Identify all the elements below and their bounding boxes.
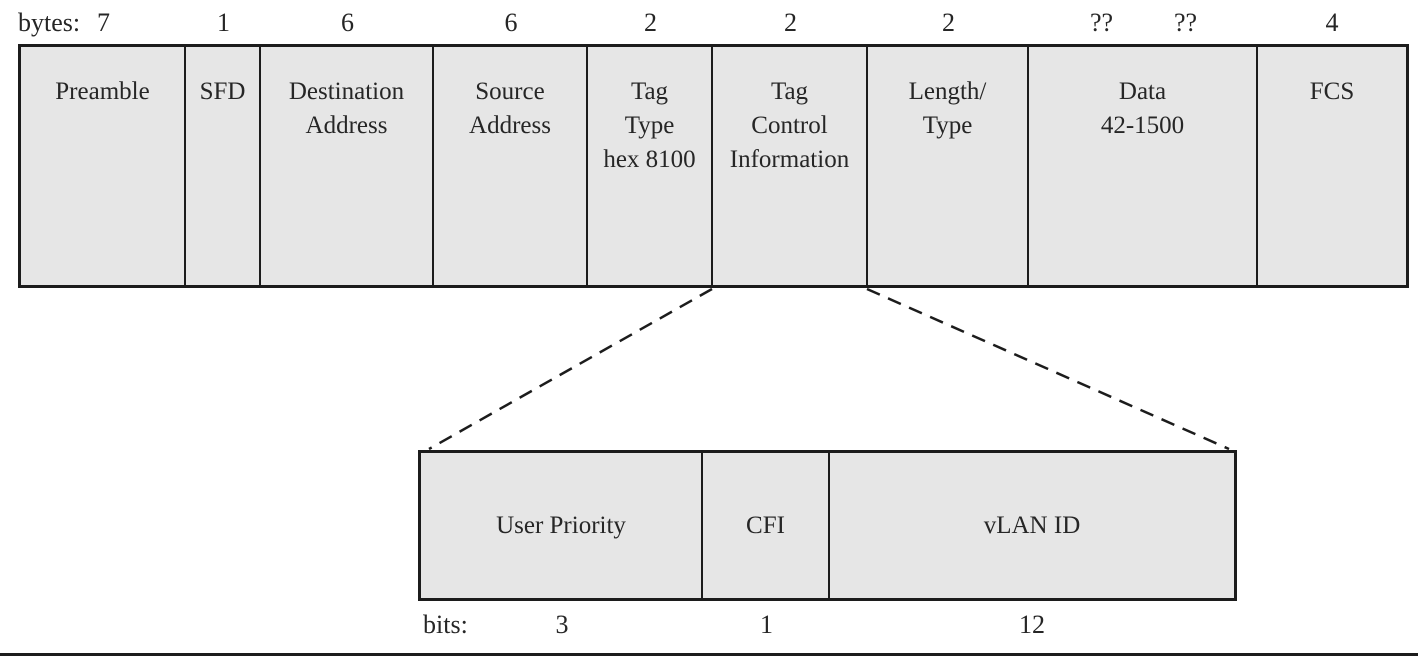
- tci-field-label-user-priority: User Priority: [496, 511, 626, 539]
- bytes-prefix-label: bytes:: [18, 8, 81, 37]
- byte-count-data-value: ??: [1173, 8, 1198, 37]
- bit-count-user-priority: 3: [421, 608, 703, 642]
- byte-count-fcs-value: 4: [1325, 8, 1339, 37]
- frame-field-label-length-type: Length/Type: [908, 78, 987, 139]
- frame-field-length-type: Length/Type: [868, 47, 1029, 285]
- byte-count-length-type: 2: [868, 6, 1029, 40]
- tci-field-label-cfi: CFI: [746, 511, 785, 539]
- byte-count-tag-control-information: 2: [713, 6, 868, 40]
- frame-field-sfd: SFD: [186, 47, 261, 285]
- byte-count-destination-address: 6: [261, 6, 434, 40]
- tci-field-label-vlan-id: vLAN ID: [983, 511, 1081, 539]
- tci-field-cfi: CFI: [703, 453, 830, 598]
- byte-count-preamble-value: 7: [97, 8, 110, 37]
- frame-field-label-sfd: SFD: [199, 78, 246, 105]
- byte-count-tag-type: 2: [588, 6, 713, 40]
- byte-count-tag-type-value: 2: [644, 8, 657, 37]
- byte-counts-row: 7 1 6 6 2 2 2???? 4: [21, 6, 1406, 40]
- bottom-divider: [0, 653, 1418, 656]
- byte-count-sfd: 1: [186, 6, 261, 40]
- byte-count-source-address: 6: [434, 6, 588, 40]
- bit-count-cfi-value: 1: [760, 610, 773, 639]
- byte-count-fcs: 4: [1258, 6, 1406, 40]
- bit-count-cfi: 1: [703, 608, 830, 642]
- bit-count-vlan-id-value: 12: [1019, 610, 1045, 639]
- bit-count-vlan-id: 12: [830, 608, 1234, 642]
- tag-control-information-expanded-box: User Priority CFI vLAN ID: [418, 450, 1237, 601]
- bits-prefix-label: bits:: [423, 610, 468, 639]
- byte-count-data-value: ??: [1089, 8, 1114, 37]
- expansion-dashed-line-left: [428, 287, 713, 451]
- byte-count-data: ????: [1029, 6, 1258, 40]
- tci-field-vlan-id: vLAN ID: [830, 453, 1234, 598]
- byte-count-destination-address-value: 6: [341, 8, 354, 37]
- byte-count-tag-control-information-value: 2: [784, 8, 797, 37]
- tci-field-user-priority: User Priority: [421, 453, 703, 598]
- frame-field-preamble: Preamble: [21, 47, 186, 285]
- byte-count-preamble: 7: [21, 6, 186, 40]
- expansion-dashed-line-right: [866, 287, 1230, 451]
- byte-count-sfd-value: 1: [217, 8, 230, 37]
- frame-field-fcs: FCS: [1258, 47, 1406, 285]
- frame-field-label-fcs: FCS: [1309, 78, 1355, 105]
- frame-field-label-preamble: Preamble: [55, 78, 150, 105]
- bit-counts-row: 3 1 12: [421, 608, 1234, 642]
- byte-count-source-address-value: 6: [504, 8, 518, 37]
- bit-count-user-priority-value: 3: [555, 610, 569, 639]
- byte-count-length-type-value: 2: [942, 8, 955, 37]
